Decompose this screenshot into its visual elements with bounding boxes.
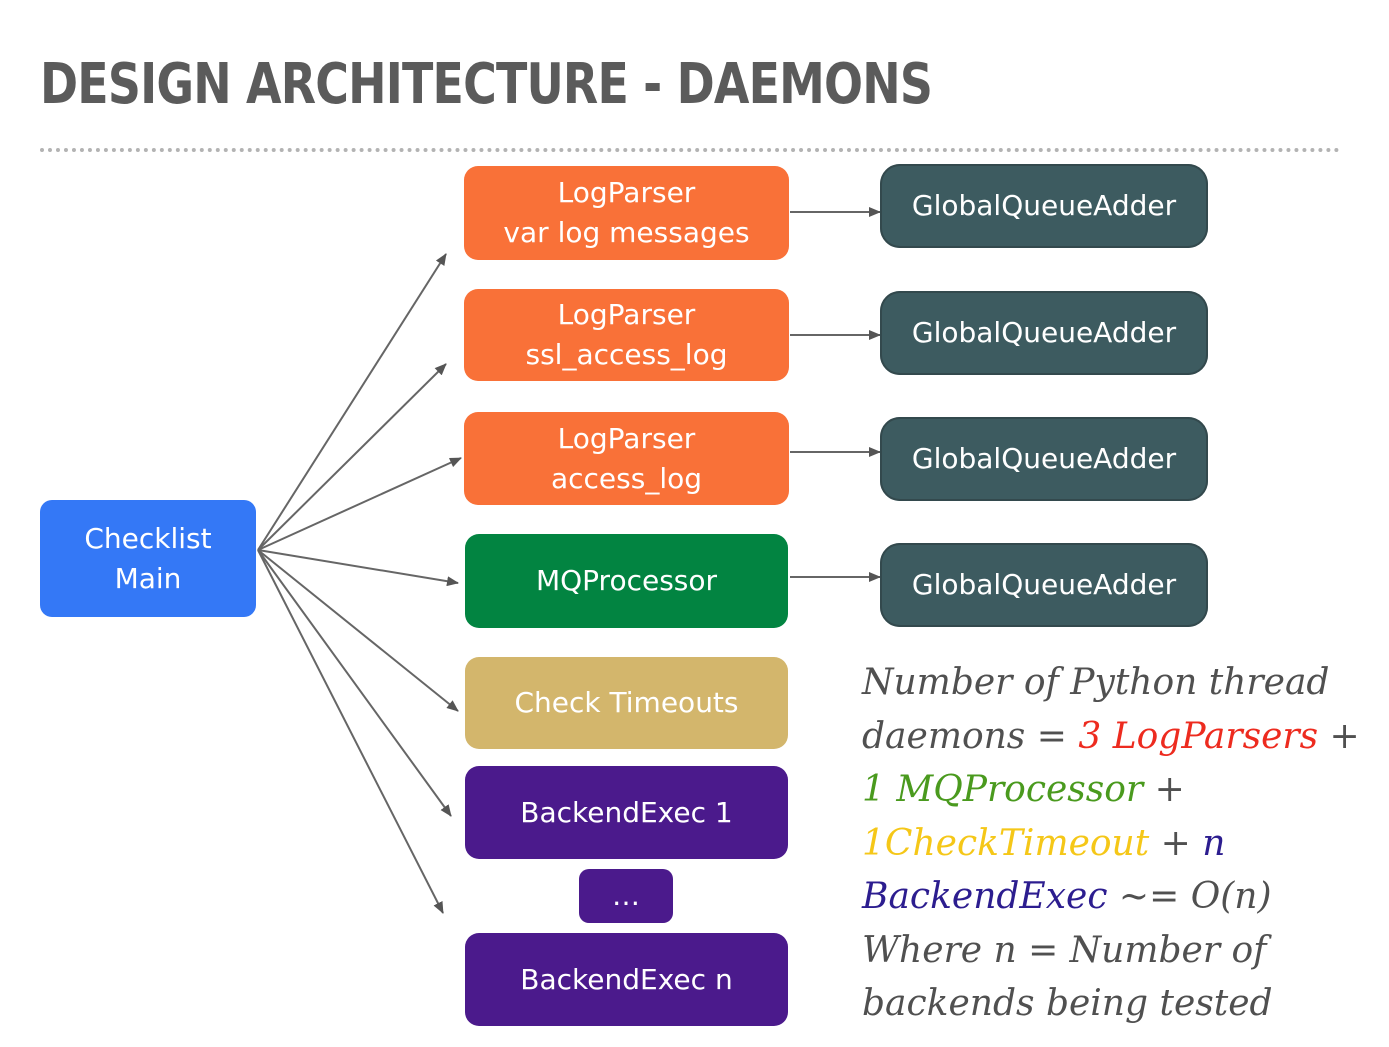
backendexec-n-label: BackendExec n: [520, 962, 733, 996]
mqprocessor-box: MQProcessor: [465, 534, 788, 628]
logparser-ssl-access-log-box: LogParser ssl_access_log: [464, 289, 789, 381]
arrow-main-to-checktimeouts: [257, 549, 459, 712]
arrow-main-to-backendexec-1: [257, 549, 452, 817]
backendexec-n-box: BackendExec n: [465, 933, 788, 1026]
arrow-main-to-logparser-1: [257, 253, 447, 551]
logparser-source: ssl_access_log: [525, 338, 728, 371]
logparser-label: LogParser: [557, 176, 696, 209]
logparser-access-log-box: LogParser access_log: [464, 412, 789, 505]
logparser-var-log-box: LogParser var log messages: [464, 166, 789, 260]
global-queue-adder-4: GlobalQueueAdder: [880, 543, 1208, 627]
note-plus-2: +: [1143, 769, 1185, 810]
checklist-main-line1: Checklist: [84, 521, 212, 555]
note-backendexec: n BackendExec: [862, 822, 1226, 918]
logparser-label: LogParser: [557, 298, 696, 331]
note-text-intro: Number of Python thread daemons =: [862, 662, 1330, 757]
check-timeouts-label: Check Timeouts: [514, 686, 739, 719]
checklist-main-box: Checklist Main: [40, 500, 256, 617]
note-plus-3: +: [1149, 822, 1203, 864]
slide-title: DESIGN ARCHITECTURE - DAEMONS: [40, 52, 933, 117]
global-queue-adder-1: GlobalQueueAdder: [880, 164, 1208, 248]
global-queue-adder-label: GlobalQueueAdder: [911, 568, 1177, 601]
checklist-main-line2: Main: [114, 561, 182, 595]
arrow-main-to-mqprocessor: [257, 549, 459, 587]
logparser-source: var log messages: [503, 216, 750, 249]
backendexec-1-label: BackendExec 1: [520, 795, 733, 829]
global-queue-adder-3: GlobalQueueAdder: [880, 417, 1208, 501]
global-queue-adder-label: GlobalQueueAdder: [911, 316, 1177, 349]
ellipsis-box: …: [579, 869, 673, 923]
global-queue-adder-label: GlobalQueueAdder: [911, 442, 1177, 475]
arrow-main-to-backendexec-n: [257, 549, 444, 914]
backendexec-1-box: BackendExec 1: [465, 766, 788, 859]
arrow-main-to-logparser-3: [257, 457, 462, 551]
ellipsis-label: …: [612, 879, 640, 912]
check-timeouts-box: Check Timeouts: [465, 657, 788, 749]
arrow-main-to-logparser-2: [257, 363, 447, 551]
global-queue-adder-2: GlobalQueueAdder: [880, 291, 1208, 375]
note-mqprocessor: 1 MQProcessor: [862, 769, 1144, 810]
global-queue-adder-label: GlobalQueueAdder: [911, 189, 1177, 222]
logparser-label: LogParser: [557, 421, 696, 455]
thread-count-note: Number of Python thread daemons = 3 LogP…: [862, 656, 1362, 1031]
note-text-outro: ~= O(n) Where n = Number of backends bei…: [862, 876, 1273, 1024]
title-divider: [40, 148, 1340, 152]
mqprocessor-label: MQProcessor: [535, 564, 718, 597]
note-plus-1: +: [1318, 715, 1360, 757]
note-checktimeout: 1CheckTimeout: [862, 822, 1150, 864]
note-logparsers: 3 LogParsers: [1078, 715, 1319, 757]
logparser-source: access_log: [550, 461, 703, 495]
